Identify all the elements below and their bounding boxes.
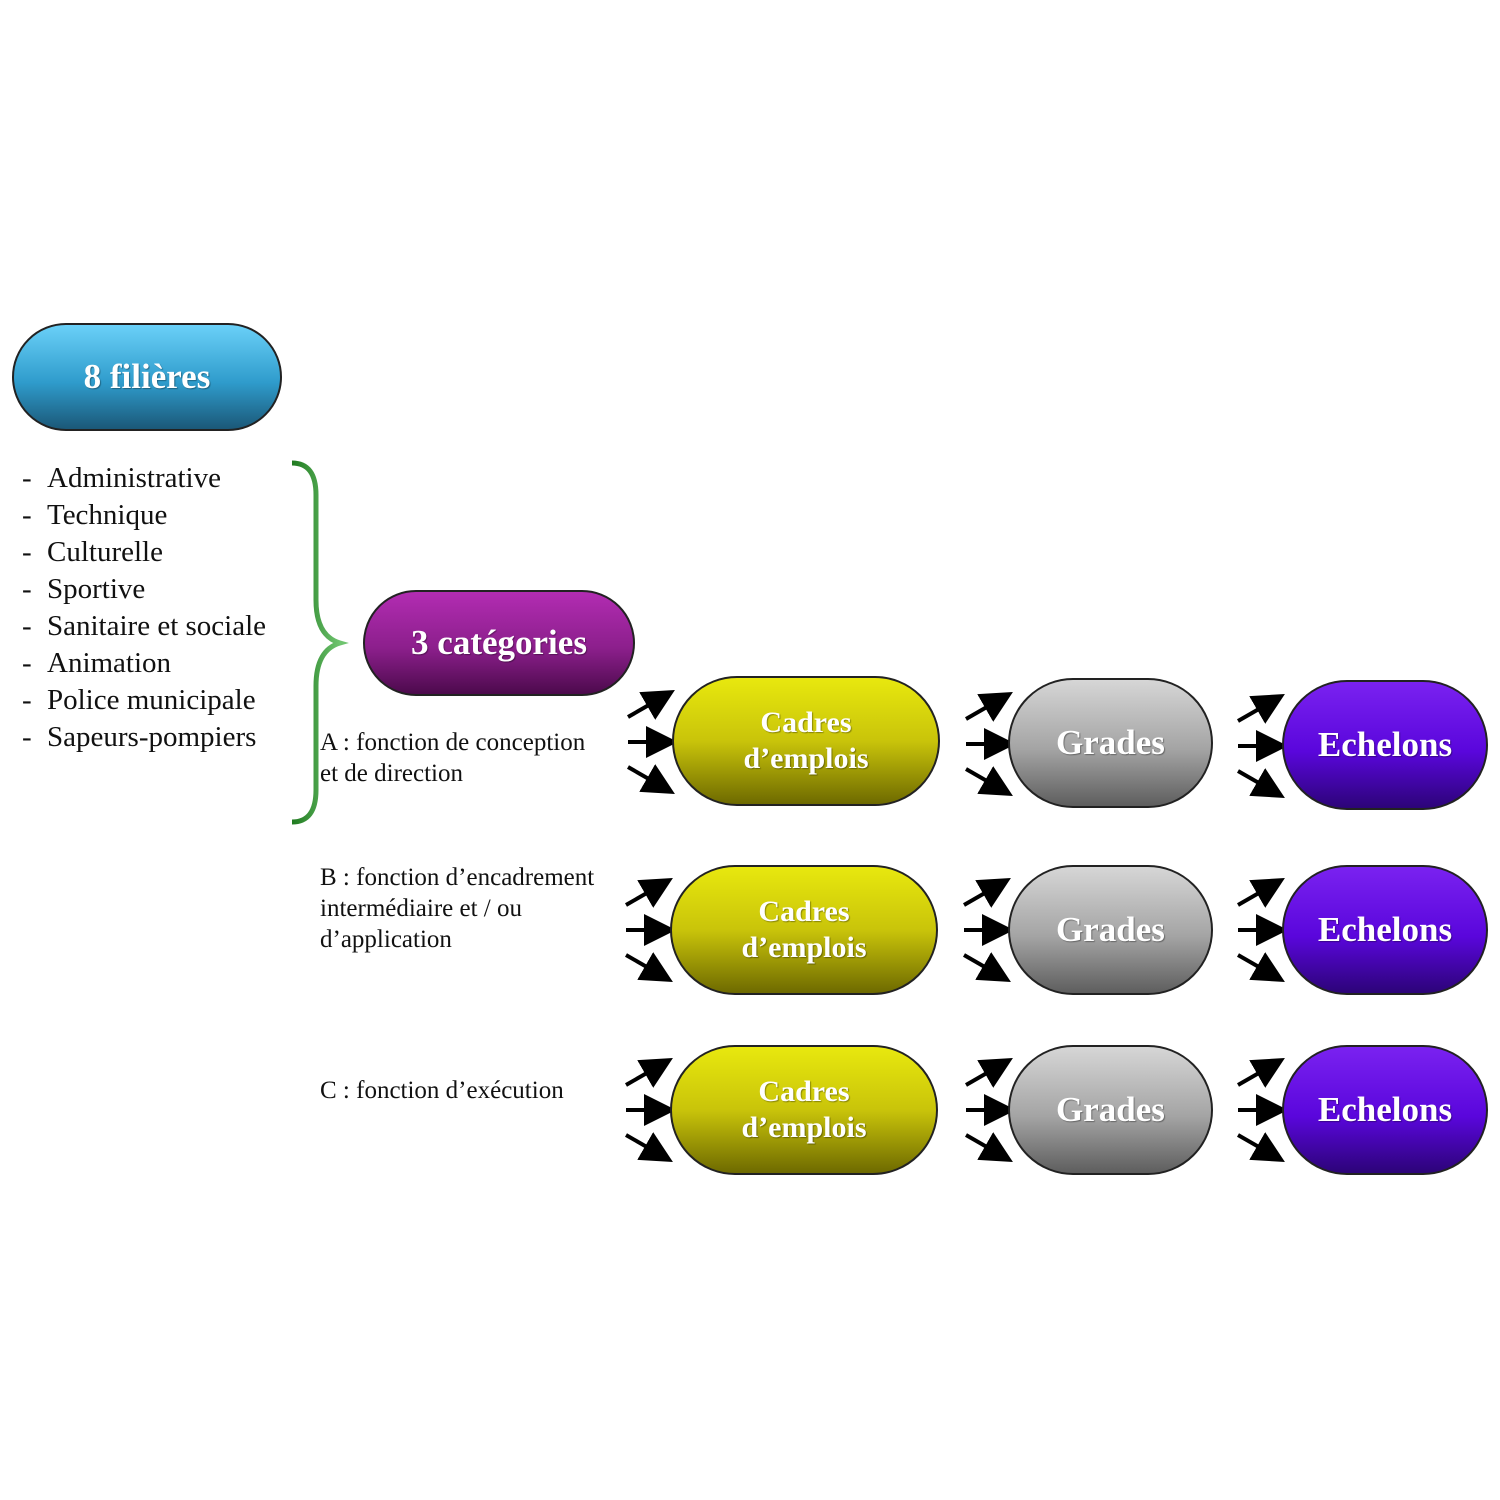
arrow (965, 692, 1013, 722)
category-a-label: A : fonction de conception et de directi… (320, 729, 586, 787)
arrow (1237, 768, 1285, 798)
filieres-pill: 8 filières (12, 323, 282, 431)
arrow (1237, 694, 1285, 724)
arrow (627, 764, 675, 794)
arrow-group (625, 690, 1288, 1162)
arrow (1237, 1058, 1285, 1088)
list-item: -Culturelle (22, 536, 163, 568)
filieres-title: 8 filières (83, 357, 211, 396)
arrow (625, 952, 673, 982)
arrow (963, 878, 1011, 908)
cadres-emplois-pill-a: Cadres d’emplois (672, 676, 940, 806)
arrow (965, 1058, 1013, 1088)
cadres-emplois-pill-c: Cadres d’emplois (670, 1045, 938, 1175)
arrow (963, 952, 1011, 982)
list-item: -Sapeurs-pompiers (22, 721, 257, 753)
grades-pill-c: Grades (1008, 1045, 1213, 1175)
grades-pill-b: Grades (1008, 865, 1213, 995)
echelons-pill-b: Echelons (1282, 865, 1488, 995)
echelons-pill-c: Echelons (1282, 1045, 1488, 1175)
arrow (965, 1132, 1013, 1162)
list-item: -Administrative (22, 462, 221, 494)
list-item: -Sanitaire et sociale (22, 610, 267, 642)
arrow (1237, 952, 1285, 982)
list-item: -Technique (22, 499, 168, 531)
arrow (1237, 878, 1285, 908)
categories-title: 3 catégories (411, 623, 587, 662)
grouping-brace (291, 460, 349, 825)
cadres-emplois-pill-b: Cadres d’emplois (670, 865, 938, 995)
arrow (625, 1058, 673, 1088)
category-c-label: C : fonction d’exécution (320, 1077, 564, 1104)
echelons-pill-a: Echelons (1282, 680, 1488, 810)
arrow (625, 878, 673, 908)
list-item: -Police municipale (22, 684, 256, 716)
arrow (627, 690, 675, 720)
filieres-list: -Administrative -Technique -Culturelle -… (22, 460, 266, 756)
arrow (965, 766, 1013, 796)
list-item: -Sportive (22, 573, 146, 605)
category-b-label: B : fonction d’encadrement intermédiaire… (320, 864, 595, 953)
arrow (1237, 1132, 1285, 1162)
grades-pill-a: Grades (1008, 678, 1213, 808)
categories-pill: 3 catégories (363, 590, 635, 696)
arrow (625, 1132, 673, 1162)
list-item: -Animation (22, 647, 172, 679)
